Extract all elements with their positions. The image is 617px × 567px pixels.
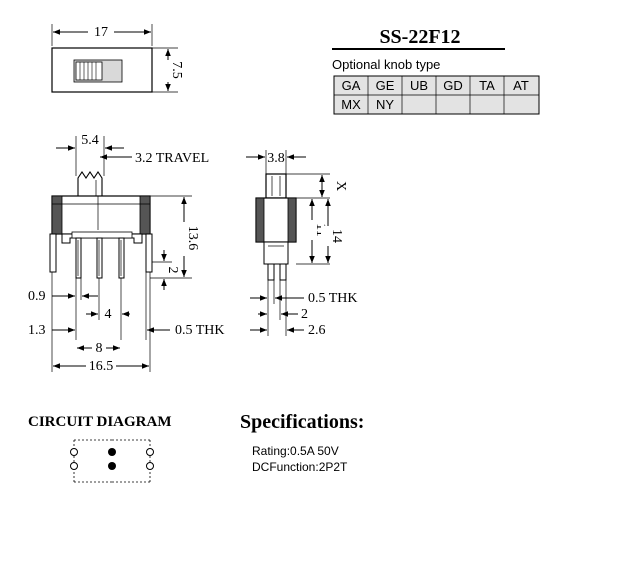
side-knob-width-label: 3.8 [267, 151, 285, 166]
circuit-title: CIRCUIT DIAGRAM [28, 414, 171, 430]
outer-pitch-label: 8 [96, 341, 103, 356]
knob-cell: GD [443, 78, 463, 93]
knob-heading: Optional knob type [332, 57, 440, 72]
pin [75, 237, 82, 279]
knob-cell: MX [341, 97, 361, 112]
specs-title: Specifications: [240, 411, 364, 433]
knob-cell: GE [376, 78, 395, 93]
slider-knob-front [77, 171, 103, 197]
model-title: SS-22F12 [379, 26, 460, 48]
terminal-open [70, 448, 78, 456]
knob-cell: NY [376, 97, 394, 112]
pin-gap-label: 2 [301, 307, 308, 322]
travel-label: 3.2 TRAVEL [135, 151, 209, 166]
specs-rating: Rating:0.5A 50V [252, 444, 339, 458]
knob-cell: AT [513, 78, 529, 93]
terminal-common [108, 448, 116, 456]
pin [118, 237, 125, 279]
switch-body-front [51, 195, 151, 235]
knob-cell: TA [479, 78, 495, 93]
front-height-label: 13.6 [185, 226, 200, 251]
pin [279, 263, 287, 281]
pin-offset-label: 1.3 [28, 323, 46, 338]
knob-type-table: GA GE UB GD TA AT MX NY [333, 75, 540, 115]
pin-pitch-label: 4 [105, 307, 112, 322]
knob-cell: UB [410, 78, 428, 93]
top-width-label: 17 [94, 25, 108, 40]
terminal-open [70, 462, 78, 470]
circuit-diagram [70, 439, 154, 483]
pin-width-label: 0.9 [28, 289, 46, 304]
slider-knob [75, 61, 103, 81]
knob-cell: GA [342, 78, 361, 93]
knob-height-label: X [333, 181, 348, 191]
pin-span-label: 2.6 [308, 323, 326, 338]
front-view: 5.4 3.2 TRAVEL 13.6 [28, 133, 225, 374]
top-height-label: 7.5 [169, 61, 184, 79]
overall-width-label: 16.5 [89, 359, 114, 374]
front-knob-width-label: 5.4 [81, 133, 99, 148]
terminal-open [146, 462, 154, 470]
slider-knob-side [265, 173, 287, 199]
front-thickness-label: 0.5 THK [175, 323, 225, 338]
pin-inset-label: 2 [165, 267, 180, 274]
terminal-open [146, 448, 154, 456]
side-thickness-label: 0.5 THK [308, 291, 358, 306]
side-total-height-label: 14 [329, 229, 344, 243]
specs-function: DCFunction:2P2T [252, 460, 348, 474]
pin [96, 237, 103, 279]
pin [267, 263, 275, 281]
top-view: 17 7.5 [51, 24, 184, 93]
side-view: 3.8 X 11 14 0.5 THK [246, 150, 358, 338]
terminal-common [108, 462, 116, 470]
